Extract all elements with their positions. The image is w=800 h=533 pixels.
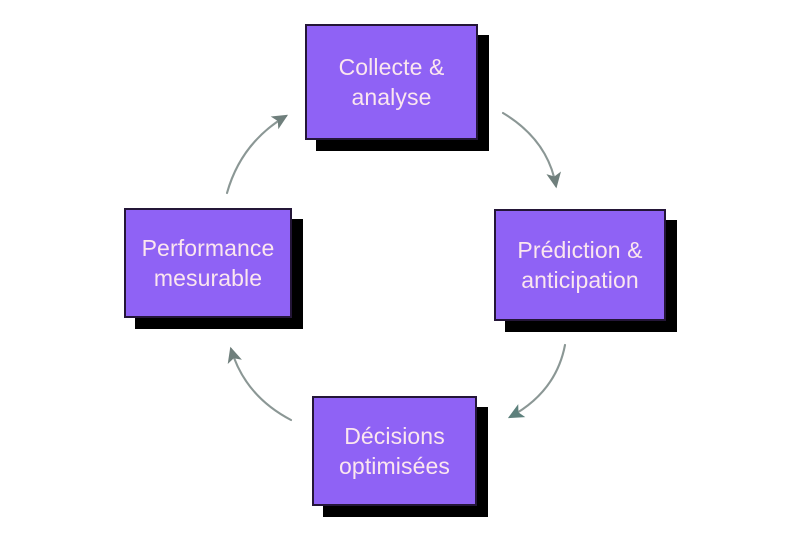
node-prediction-anticipation[interactable]: Prédiction & anticipation — [494, 209, 666, 321]
arrow-prediction-to-decisions — [507, 343, 567, 419]
node-performance-mesurable[interactable]: Performance mesurable — [124, 208, 292, 318]
node-collecte-analyse-label: Collecte & analyse — [338, 53, 445, 110]
node-decisions-optimisees-label: Décisions optimisées — [339, 422, 450, 479]
node-prediction-anticipation-label: Prédiction & anticipation — [517, 236, 643, 293]
arrow-decisions-to-performance — [227, 346, 293, 422]
arrow-performance-to-collecte — [225, 114, 289, 195]
node-decisions-optimisees[interactable]: Décisions optimisées — [312, 396, 477, 506]
node-performance-mesurable-label: Performance mesurable — [141, 234, 275, 291]
node-collecte-analyse[interactable]: Collecte & analyse — [305, 24, 478, 140]
arrow-collecte-to-prediction — [501, 111, 561, 189]
